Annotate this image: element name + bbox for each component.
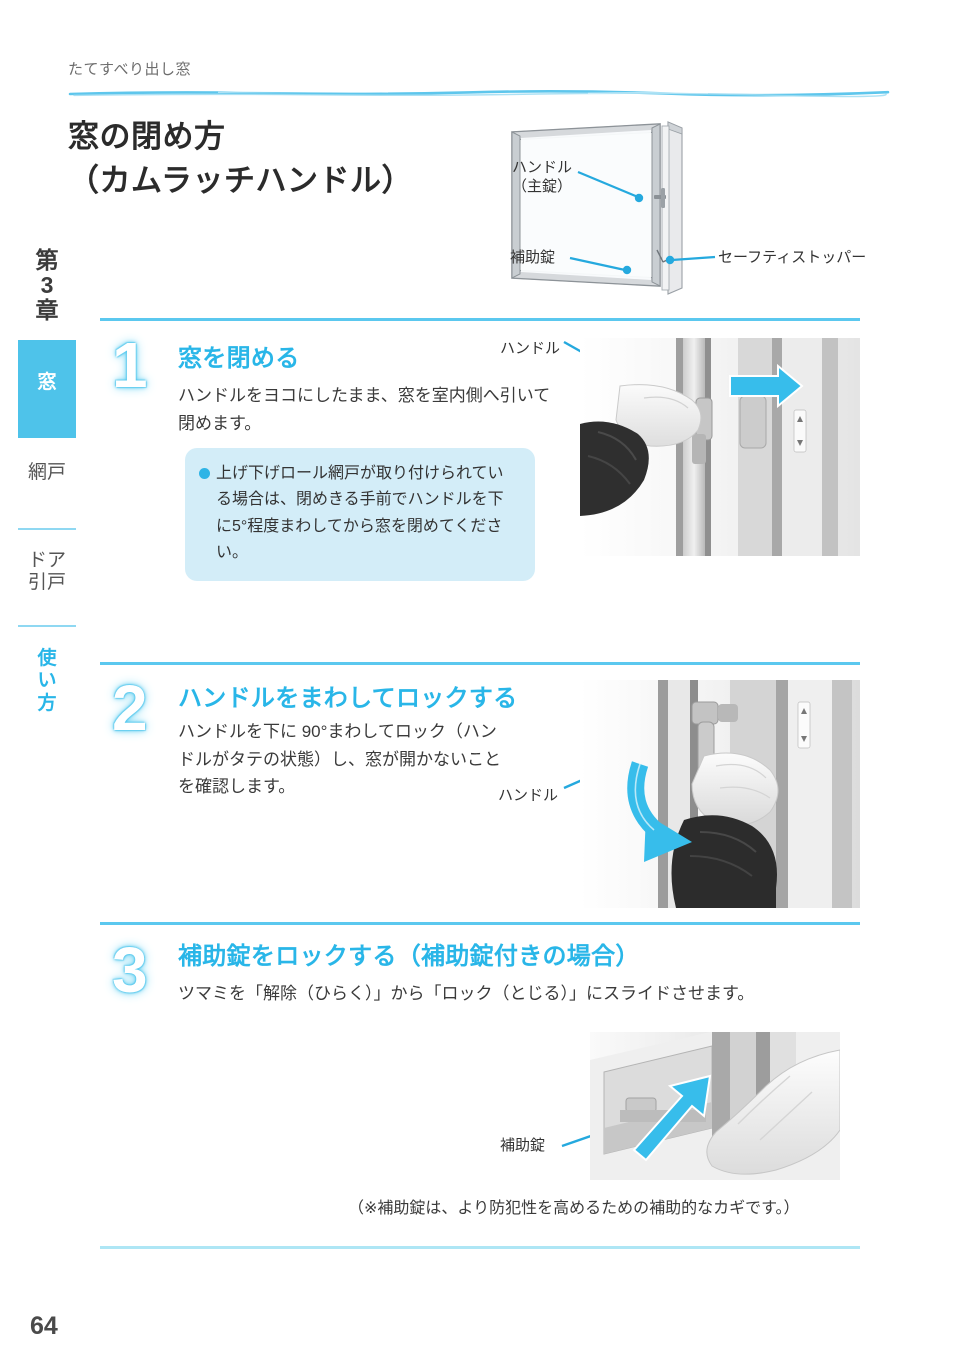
- chapter-label-line2: 3: [40, 271, 54, 298]
- sidebar-item-screen-label: 網戸: [27, 462, 66, 483]
- page-kicker: たてすべり出し窓: [68, 61, 191, 78]
- brush-divider: [68, 88, 890, 98]
- photo-label-handle-step1: ハンドル: [500, 340, 561, 357]
- overview-label-handle: ハンドル （主錠）: [512, 158, 572, 196]
- page-number: 64: [30, 1312, 58, 1340]
- overview-label-handle-line1: ハンドル: [512, 159, 573, 176]
- step-heading-2: ハンドルをまわしてロックする: [178, 685, 518, 712]
- photo-label-sublock-step3: 補助錠: [500, 1137, 546, 1154]
- step1-note-callout: 上げ下げロール網戸が取り付けられている場合は、閉めきる手前でハンドルを下に5°程…: [185, 448, 535, 581]
- sidebar-chapter-tabs: 第 3 章 窓 網戸 ドア 引戸 使 い 方: [0, 0, 100, 1358]
- photo-step2-rotating-handle: [580, 680, 860, 908]
- overview-label-sublock: 補助錠: [510, 249, 556, 266]
- overview-label-safety-stopper: セーフティストッパー: [718, 249, 867, 266]
- section-divider-step1: [100, 318, 860, 321]
- page-title-line1: 窓の閉め方: [68, 119, 226, 154]
- step-number-3: 3: [112, 934, 148, 1006]
- sidebar-item-howto[interactable]: 使 い 方: [18, 648, 76, 728]
- overview-label-handle-line2: （主錠）: [512, 178, 573, 196]
- sidebar-item-howto-line2: い: [37, 670, 57, 692]
- sidebar-item-howto-line1: 使: [37, 648, 57, 669]
- sidebar-item-door[interactable]: ドア 引戸: [18, 550, 76, 610]
- step-number-1: 1: [112, 329, 148, 401]
- sidebar-divider: [18, 528, 76, 530]
- chapter-marker: 第 3 章: [18, 248, 76, 322]
- sidebar-item-door-label-line2: 引戸: [27, 572, 66, 594]
- step-number-2: 2: [112, 672, 148, 744]
- section-divider-end: [100, 1246, 860, 1249]
- step-body-1: ハンドルをヨコにしたまま、窓を室内側へ引いて閉めます。: [178, 386, 551, 433]
- sidebar-divider: [18, 625, 76, 627]
- photo-step1-closing-window: [580, 338, 860, 556]
- window-overview-diagram: ハンドル （主錠） 補助錠 セーフティストッパー: [490, 110, 890, 300]
- step-heading-3: 補助錠をロックする（補助錠付きの場合）: [178, 943, 640, 970]
- sidebar-item-window[interactable]: 窓: [18, 340, 76, 438]
- page-title-line2: （カムラッチハンドル）: [68, 163, 413, 199]
- photo-step3-sliding-sublock: [590, 1032, 840, 1180]
- bullet-icon: [199, 468, 210, 479]
- step-body-2: ハンドルを下に 90°まわしてロック（ハンドルがタテの状態）し、窓が開かないこと…: [178, 722, 501, 797]
- sidebar-item-window-label: 窓: [37, 372, 57, 393]
- section-divider-step3: [100, 922, 860, 925]
- sidebar-item-screen[interactable]: 網戸: [18, 462, 76, 502]
- window-frame-illustration: [511, 121, 716, 295]
- chapter-label-line3: 章: [35, 296, 59, 323]
- sidebar-item-howto-line3: 方: [37, 692, 57, 714]
- sublock-footnote: （※補助錠は、より防犯性を高めるための補助的なカギです。）: [348, 1200, 800, 1217]
- section-divider-step2: [100, 662, 860, 665]
- chapter-label-line1: 第: [35, 247, 59, 273]
- photo-label-handle-step2: ハンドル: [498, 787, 559, 804]
- page-title: 窓の閉め方 （カムラッチハンドル）: [68, 115, 413, 203]
- sidebar-item-door-label-line1: ドア: [27, 550, 66, 571]
- step-heading-1: 窓を閉める: [178, 345, 300, 372]
- step1-note-text: 上げ下げロール網戸が取り付けられている場合は、閉めきる手前でハンドルを下に5°程…: [216, 465, 504, 562]
- step-body-3: ツマミを「解除（ひらく）」から「ロック（とじる）」にスライドさせます。: [178, 984, 755, 1003]
